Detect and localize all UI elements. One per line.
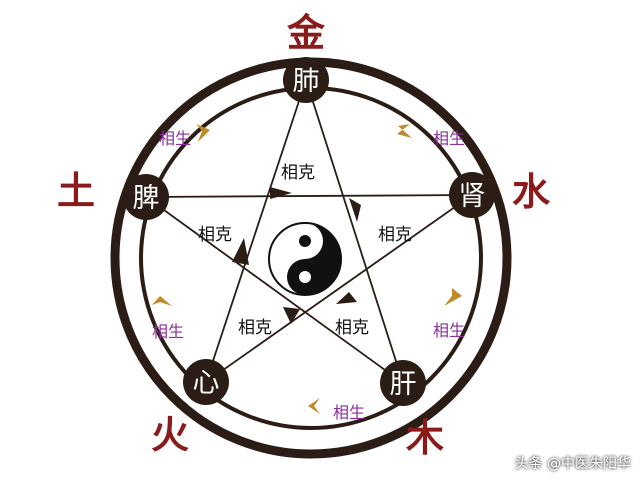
ke-label-lower-right: 相克 bbox=[335, 318, 369, 338]
element-fire: 火 bbox=[151, 412, 189, 457]
ke-label-lower-left: 相克 bbox=[238, 318, 272, 338]
pentagram bbox=[145, 79, 473, 384]
organ-label-liver: 肝 bbox=[390, 369, 417, 400]
sheng-label-top-right: 相生 bbox=[433, 129, 465, 148]
ke-label-right: 相克 bbox=[378, 225, 412, 245]
sheng-label-top-left: 相生 bbox=[159, 129, 191, 148]
sheng-arrows bbox=[152, 124, 462, 414]
organ-label-kidney: 肾 bbox=[459, 181, 486, 212]
ke-arrow-lower-right bbox=[336, 292, 357, 304]
ke-arrow-right bbox=[349, 198, 361, 222]
sheng-arrow-wood-fire bbox=[308, 398, 320, 414]
yin-yang-symbol bbox=[268, 222, 342, 296]
ke-arrows bbox=[232, 187, 361, 324]
organ-label-lung: 肺 bbox=[293, 66, 320, 97]
organ-node-kidney: 肾 bbox=[449, 172, 495, 218]
sheng-arrow-water-wood bbox=[444, 288, 462, 306]
element-water: 水 bbox=[512, 169, 551, 214]
organ-label-heart: 心 bbox=[193, 368, 220, 399]
sheng-label-left: 相生 bbox=[152, 322, 184, 341]
sheng-label-right: 相生 bbox=[433, 321, 465, 340]
sheng-arrow-metal-water bbox=[397, 124, 412, 138]
sheng-arrow-fire-earth bbox=[152, 296, 172, 306]
ke-arrow-top bbox=[270, 187, 292, 199]
sheng-label-bottom: 相生 bbox=[333, 403, 365, 422]
element-earth: 土 bbox=[57, 168, 95, 213]
ke-label-top: 相克 bbox=[281, 163, 315, 183]
organ-node-liver: 肝 bbox=[380, 360, 426, 406]
organ-node-spleen: 脾 bbox=[123, 174, 169, 220]
organ-node-heart: 心 bbox=[183, 359, 229, 405]
watermark: 头条 @中医朱阳华 bbox=[514, 456, 631, 472]
organ-node-lung: 肺 bbox=[283, 57, 329, 103]
element-metal: 金 bbox=[286, 10, 326, 55]
sheng-arrow-earth-metal bbox=[196, 124, 210, 142]
ke-arrow-lower-left bbox=[283, 307, 300, 324]
organ-label-spleen: 脾 bbox=[133, 183, 160, 214]
element-wood: 木 bbox=[406, 415, 444, 460]
ke-arrow-left bbox=[232, 238, 249, 265]
ke-label-left: 相克 bbox=[198, 225, 232, 245]
